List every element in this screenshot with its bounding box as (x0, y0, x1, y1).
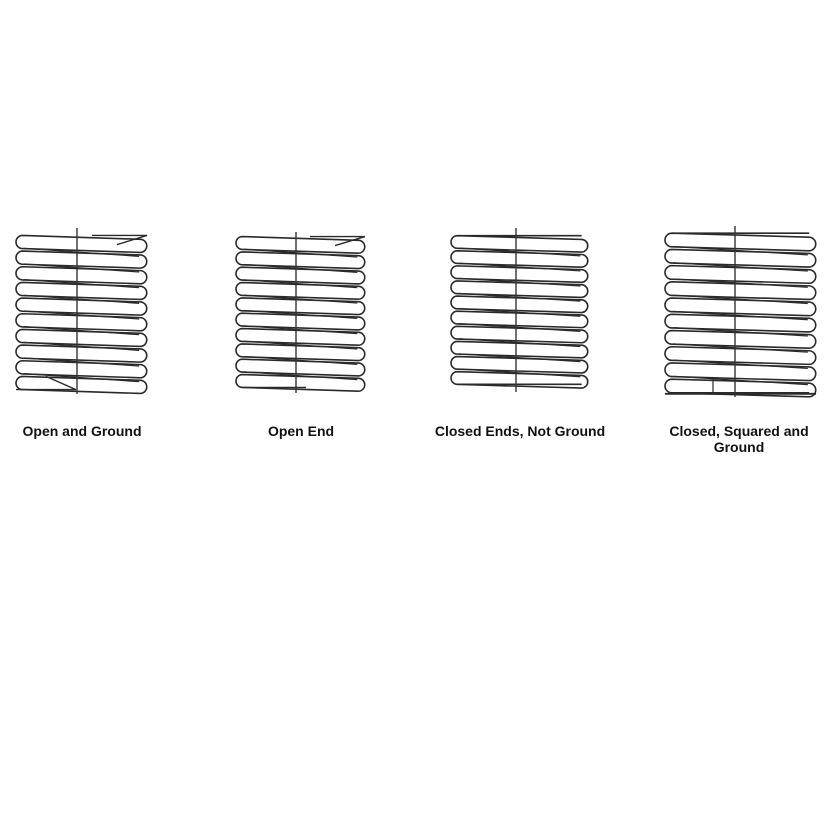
spring-strand (23, 326, 140, 336)
caption-open-end: Open End (267, 423, 335, 439)
spring-coil (450, 340, 589, 359)
spring-ground-bottom-end (16, 375, 77, 391)
spring-open-and-ground (15, 228, 148, 395)
spring-coil (235, 281, 366, 301)
spring-coil (15, 297, 148, 316)
spring-strand (458, 247, 581, 257)
spring-coil (235, 343, 366, 362)
spring-coil (664, 248, 817, 268)
spring-strand (458, 277, 581, 287)
spring-strand (23, 294, 140, 304)
spring-coil (450, 234, 589, 253)
spring-strand (23, 310, 140, 320)
spring-coil (15, 359, 148, 379)
spring-coil (450, 265, 589, 284)
spring-strand (23, 263, 140, 273)
spring-strand (458, 368, 581, 378)
spring-strand (673, 278, 808, 288)
spring-coil (664, 362, 817, 382)
spring-coil (235, 235, 366, 255)
spring-strand (458, 338, 581, 348)
spring-coil (664, 232, 817, 252)
spring-coil (15, 375, 148, 395)
spring-strand (673, 327, 808, 337)
caption-open-and-ground: Open and Ground (22, 423, 142, 439)
caption-closed-squared-and-ground: Closed, Squared and Ground (669, 423, 809, 455)
spring-coil (15, 328, 148, 348)
spring-coil (15, 234, 148, 254)
spring-coil (15, 312, 148, 332)
spring-coil (15, 265, 148, 285)
spring-coil (664, 313, 817, 333)
spring-coil (235, 266, 366, 285)
spring-strand (673, 262, 808, 272)
spring-coil (450, 295, 589, 314)
spring-strand (673, 375, 808, 386)
spring-coil (664, 345, 817, 366)
spring-strand (243, 248, 358, 258)
spring-strand (458, 353, 581, 363)
spring-coil (235, 327, 366, 347)
spring-coil (235, 312, 366, 331)
spring-coil (450, 249, 589, 268)
spring-strand (23, 247, 140, 257)
spring-coil (664, 264, 817, 285)
spring-coil (235, 251, 366, 270)
spring-strand (243, 355, 358, 365)
spring-strand (23, 357, 140, 367)
spring-coil (664, 329, 817, 349)
spring-strand (243, 340, 358, 350)
spring-strand (458, 292, 581, 302)
spring-coil (664, 281, 817, 301)
spring-strand (23, 279, 140, 289)
spring-strand (243, 263, 358, 273)
spring-closed-squared-and-ground (664, 226, 817, 398)
spring-coil (450, 325, 589, 344)
spring-coil (664, 297, 817, 317)
spring-strand (458, 262, 581, 272)
spring-coil (15, 250, 148, 269)
spring-open-end (235, 232, 366, 393)
spring-open-top-end (310, 235, 366, 247)
spring-strand (23, 373, 140, 383)
spring-coil (450, 370, 589, 389)
spring-strand (23, 341, 140, 351)
spring-strand (673, 359, 808, 370)
spring-strand (673, 310, 808, 321)
spring-strand (673, 245, 808, 256)
spring-strand (458, 323, 581, 332)
spring-coil (450, 280, 589, 299)
spring-strand (243, 279, 358, 289)
spring-closed-ends-not-ground (450, 228, 589, 392)
spring-strand (243, 325, 358, 335)
spring-coil (15, 344, 148, 363)
caption-closed-ends-not-ground: Closed Ends, Not Ground (434, 423, 606, 439)
spring-coil (664, 378, 817, 398)
spring-coil (450, 355, 589, 374)
spring-strand (673, 343, 808, 353)
spring-coil (235, 297, 366, 316)
spring-strand (673, 294, 808, 305)
spring-strand (243, 309, 358, 319)
spring-coil (15, 281, 148, 301)
spring-strand (458, 307, 581, 317)
spring-coil (235, 358, 366, 377)
spring-strand (243, 371, 358, 381)
spring-coil (450, 310, 589, 329)
spring-open-top-end (92, 234, 148, 246)
spring-coil (235, 373, 366, 393)
spring-strand (243, 294, 358, 304)
